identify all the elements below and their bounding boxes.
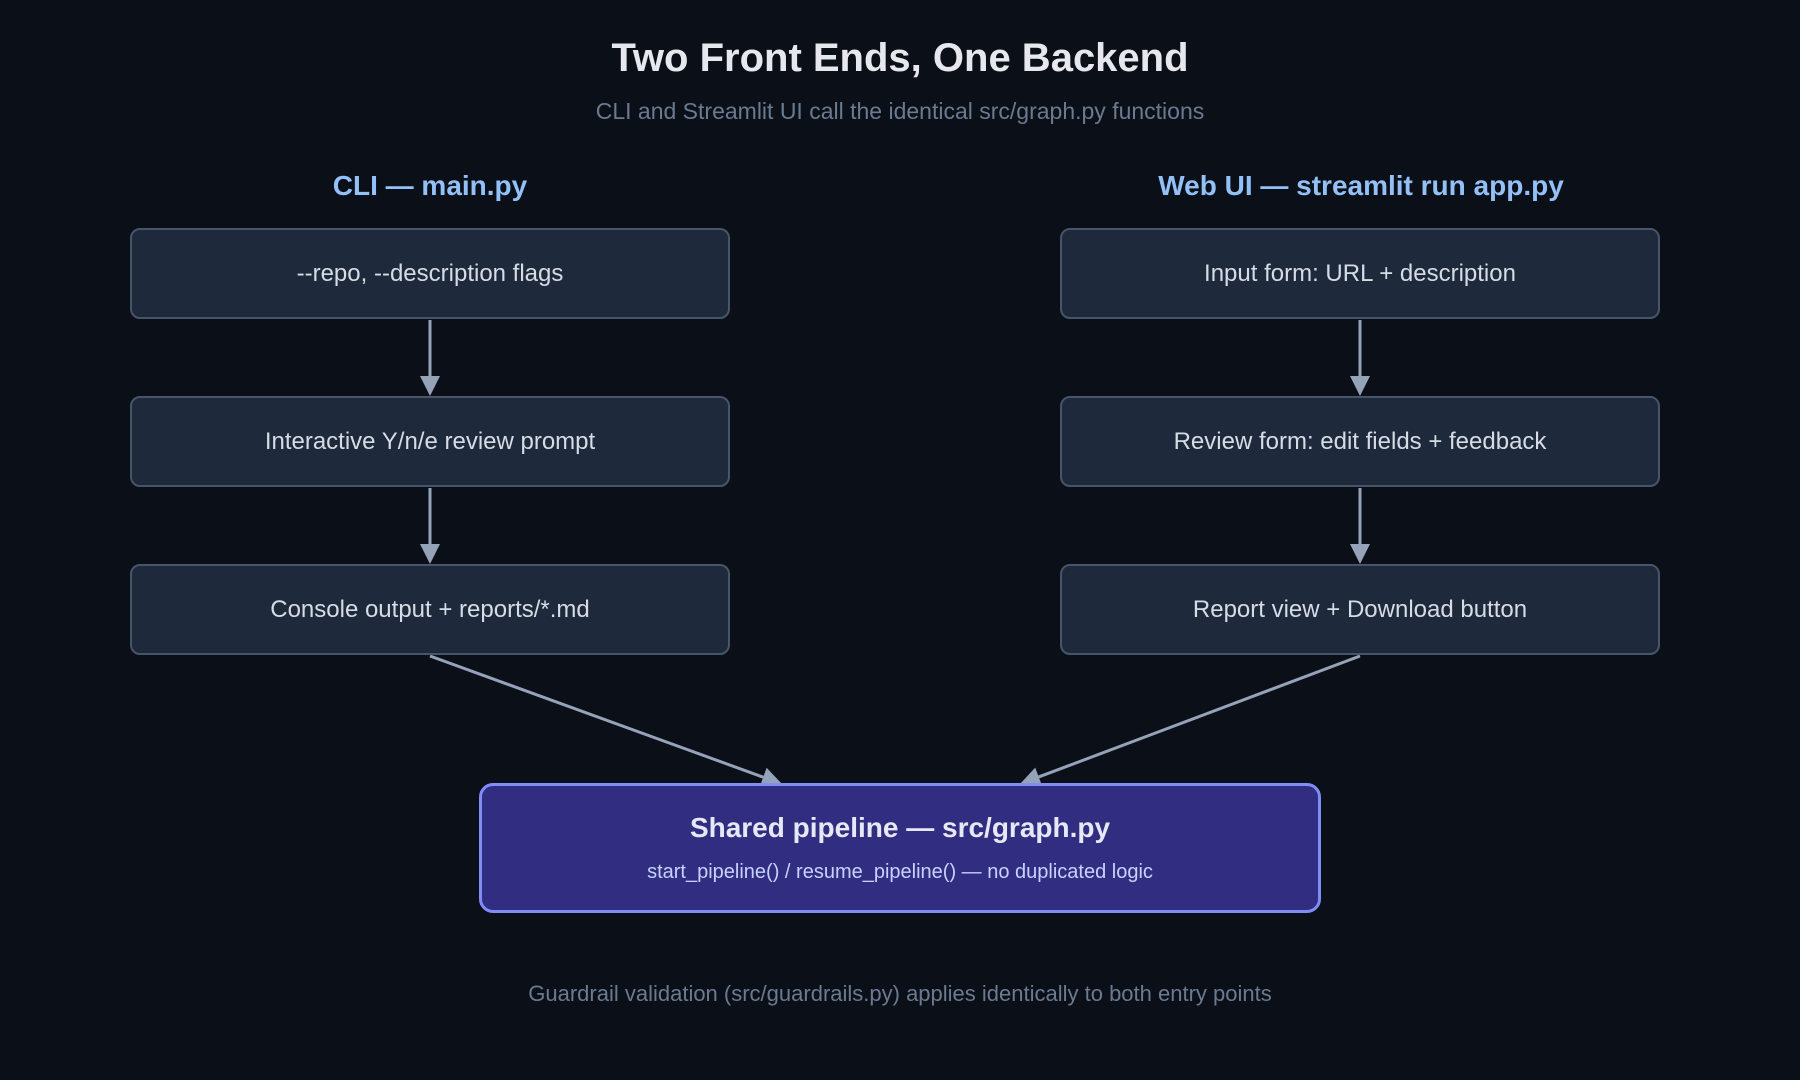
shared-pipeline-subtitle: start_pipeline() / resume_pipeline() — n… — [647, 861, 1153, 883]
shared-pipeline-title: Shared pipeline — src/graph.py — [689, 812, 1111, 843]
edge-group — [420, 320, 1370, 787]
diagram-subtitle: CLI and Streamlit UI call the identical … — [595, 98, 1205, 124]
cli-flags-node: --repo, --description flags — [130, 228, 730, 319]
cli-column-heading: CLI — main.py — [332, 170, 528, 201]
web-report-view-node: Report view + Download button — [1060, 564, 1660, 655]
shared-pipeline-node: Shared pipeline — src/graph.py start_pip… — [479, 783, 1321, 913]
edge-cli-review-to-output-arrowhead — [420, 544, 440, 564]
edge-web-report-to-shared — [1038, 654, 1361, 779]
web-input-form-node: Input form: URL + description — [1060, 228, 1660, 319]
cli-output-node: Console output + reports/*.md — [130, 564, 730, 655]
edge-web-input-to-review-arrowhead — [1350, 376, 1370, 396]
web-ui-column-heading: Web UI — streamlit run app.py — [1158, 170, 1564, 201]
edge-web-review-to-report-arrowhead — [1350, 544, 1370, 564]
edge-cli-output-to-shared-arrowhead — [759, 767, 782, 787]
edge-web-report-to-shared-arrowhead — [1020, 767, 1043, 787]
diagram-title: Two Front Ends, One Backend — [611, 36, 1189, 80]
web-review-form-node: Review form: edit fields + feedback — [1060, 396, 1660, 487]
cli-review-prompt-node: Interactive Y/n/e review prompt — [130, 396, 730, 487]
edge-cli-output-to-shared — [429, 654, 764, 779]
edge-cli-flags-to-review-arrowhead — [420, 376, 440, 396]
diagram-footer-note: Guardrail validation (src/guardrails.py)… — [528, 981, 1272, 1006]
